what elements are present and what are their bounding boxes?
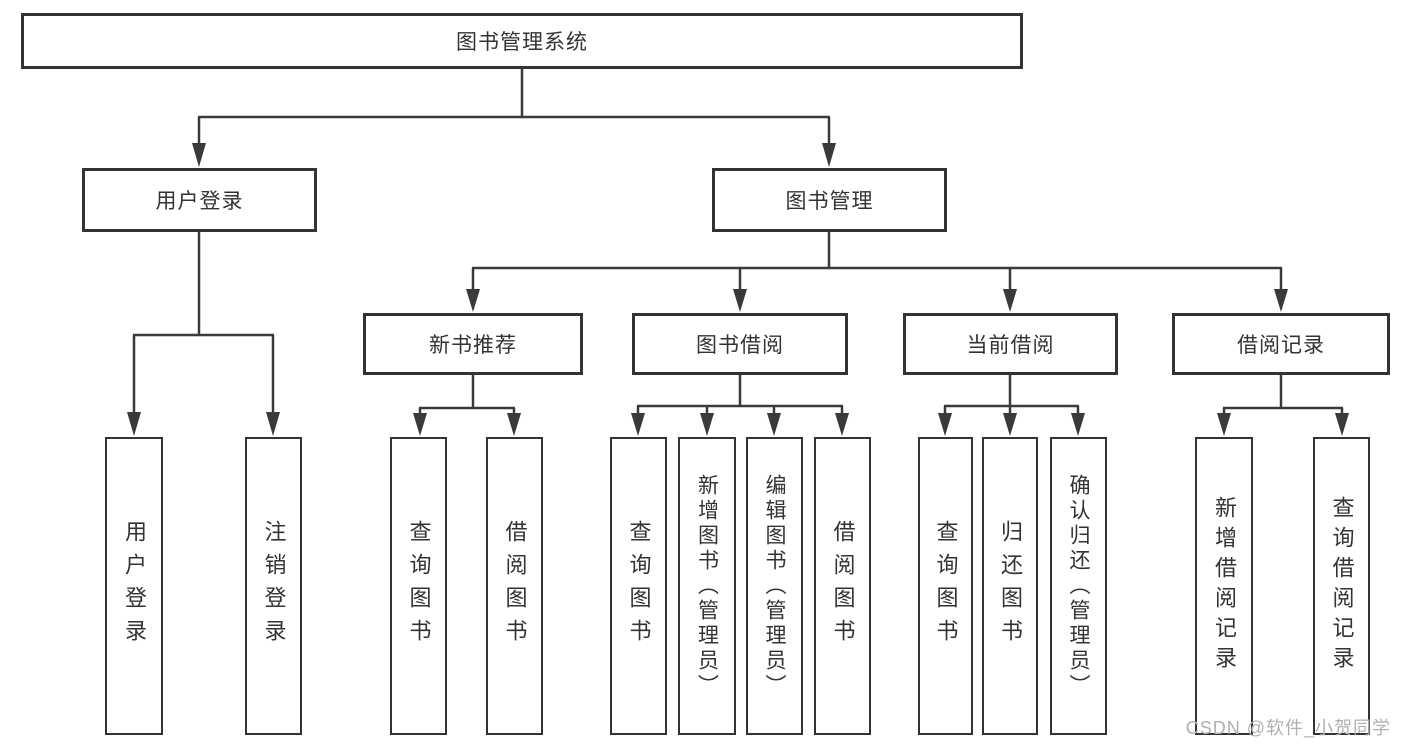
leaf-query-borrow-record-label: 查询借阅记录 (1329, 496, 1355, 676)
leaf-add-books-admin-label: 新增图书（管理员） (695, 473, 719, 699)
leaf-logout-label: 注销登录 (261, 520, 287, 652)
leaf-borrowing-query-books: 查询图书 (610, 437, 667, 735)
leaf-borrowing-query-books-label: 查询图书 (626, 520, 652, 652)
arrowheads (127, 143, 1349, 436)
leaf-user-login-label: 用户登录 (122, 520, 147, 652)
leaf-recommend-query-books: 查询图书 (390, 437, 447, 735)
leaf-current-query-books-label: 查询图书 (933, 520, 959, 652)
leaf-logout: 注销登录 (245, 437, 302, 735)
node-user-login: 用户登录 (82, 168, 317, 232)
leaf-user-login: 用户登录 (105, 437, 163, 735)
leaf-add-books-admin: 新增图书（管理员） (678, 437, 736, 735)
leaf-confirm-return-admin-label: 确认归还（管理员） (1067, 473, 1090, 699)
leaf-add-borrow-record: 新增借阅记录 (1195, 437, 1253, 735)
node-library-system: 图书管理系统 (21, 13, 1023, 69)
leaf-recommend-query-books-label: 查询图书 (406, 520, 432, 652)
leaf-edit-books-admin-label: 编辑图书（管理员） (763, 473, 786, 699)
leaf-query-borrow-record: 查询借阅记录 (1313, 437, 1370, 735)
csdn-watermark: CSDN @软件_小贺同学 (1185, 718, 1391, 738)
leaf-borrowing-borrow-books: 借阅图书 (814, 437, 871, 735)
leaf-add-borrow-record-label: 新增借阅记录 (1212, 496, 1237, 676)
node-new-book-recommendation: 新书推荐 (363, 313, 583, 375)
leaf-recommend-borrow-books: 借阅图书 (486, 437, 543, 735)
leaf-current-query-books: 查询图书 (918, 437, 973, 735)
node-book-management: 图书管理 (712, 168, 947, 232)
leaf-recommend-borrow-books-label: 借阅图书 (502, 520, 528, 652)
node-book-borrowing: 图书借阅 (632, 313, 848, 375)
leaf-edit-books-admin: 编辑图书（管理员） (746, 437, 803, 735)
node-current-borrowing: 当前借阅 (903, 313, 1118, 375)
leaf-return-books: 归还图书 (982, 437, 1038, 735)
leaf-borrowing-borrow-books-label: 借阅图书 (830, 520, 856, 652)
leaf-confirm-return-admin: 确认归还（管理员） (1050, 437, 1107, 735)
node-borrowing-records: 借阅记录 (1172, 313, 1390, 375)
leaf-return-books-label: 归还图书 (998, 520, 1023, 652)
